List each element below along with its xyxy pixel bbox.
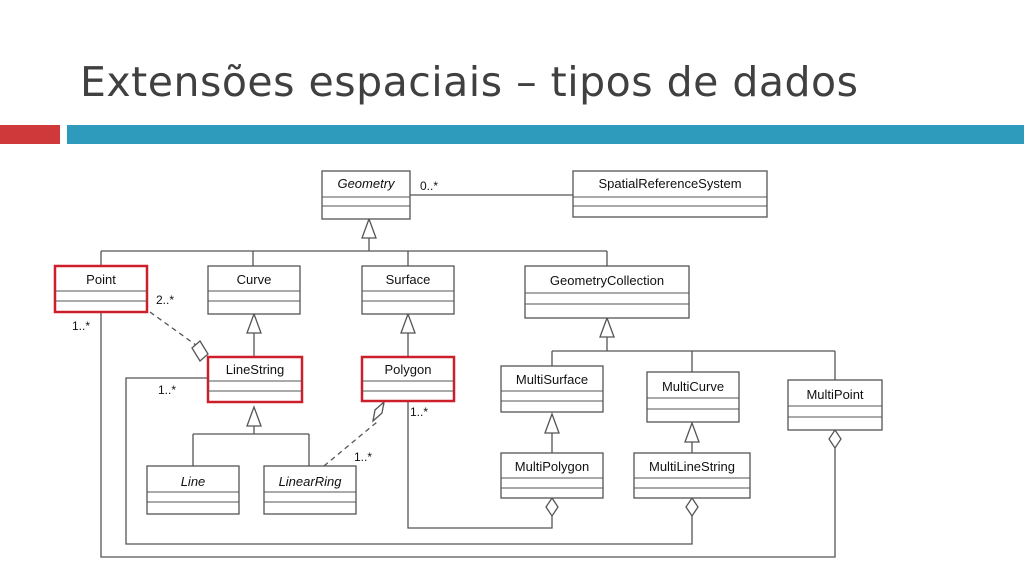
- triangle-multisurface: [544, 412, 560, 434]
- class-multipolygon-label: MultiPolygon: [515, 459, 589, 474]
- slide-title: Extensões espaciais – tipos de dados: [80, 58, 859, 106]
- class-linearring-label: LinearRing: [279, 474, 343, 489]
- class-geometry-label: Geometry: [337, 176, 396, 191]
- diamond-polygon-agg: [372, 400, 385, 423]
- class-line-label: Line: [181, 474, 206, 489]
- connectors: [100, 194, 836, 558]
- diamond-multipoint: [828, 428, 842, 450]
- diamond-multilinestring: [685, 496, 699, 518]
- class-polygon-label: Polygon: [385, 362, 432, 377]
- class-linestring-label: LineString: [226, 362, 285, 377]
- triangle-multicurve: [684, 421, 700, 443]
- class-linestring[interactable]: LineString: [206, 355, 304, 404]
- agg-polygon-multipolygon: [407, 401, 553, 529]
- class-geometry-collection-label: GeometryCollection: [550, 273, 664, 288]
- mult-geometry-srs: 0..*: [420, 179, 438, 193]
- class-point[interactable]: Point: [53, 264, 149, 314]
- class-multipoint[interactable]: MultiPoint: [787, 379, 883, 431]
- class-geometry-collection[interactable]: GeometryCollection: [524, 265, 690, 319]
- agg-linearring-polygon: [323, 421, 378, 467]
- triangle-curve: [246, 312, 262, 334]
- class-curve[interactable]: Curve: [207, 265, 301, 315]
- mult-linestring-multilinestring: 1..*: [158, 383, 176, 397]
- generalization-arrows: [246, 217, 700, 443]
- class-surface-label: Surface: [386, 272, 431, 287]
- class-multisurface-label: MultiSurface: [516, 372, 588, 387]
- triangle-geometry: [361, 217, 377, 239]
- triangle-linestring: [246, 405, 262, 427]
- multiplicity-labels: 0..* 2..* 1..* 1..* 1..* 1..*: [72, 179, 438, 464]
- class-line[interactable]: Line: [146, 465, 240, 515]
- class-linearring[interactable]: LinearRing: [263, 465, 357, 515]
- class-multilinestring-label: MultiLineString: [649, 459, 735, 474]
- class-multilinestring[interactable]: MultiLineString: [633, 452, 751, 499]
- class-multisurface[interactable]: MultiSurface: [500, 365, 604, 413]
- class-curve-label: Curve: [237, 272, 272, 287]
- agg-point-linestring: [149, 311, 201, 349]
- diamond-multipolygon: [545, 496, 559, 518]
- agg-point-multipoint: [100, 312, 836, 558]
- title-accent-bar-red: [0, 125, 60, 144]
- class-point-label: Point: [86, 272, 116, 287]
- class-multicurve[interactable]: MultiCurve: [646, 371, 740, 423]
- aggregation-diamonds: [191, 340, 842, 518]
- class-surface[interactable]: Surface: [361, 265, 455, 315]
- mult-polygon-multipolygon: 1..*: [410, 405, 428, 419]
- class-spatial-reference-system[interactable]: SpatialReferenceSystem: [572, 170, 768, 218]
- class-srs-label: SpatialReferenceSystem: [598, 176, 741, 191]
- class-multicurve-label: MultiCurve: [662, 379, 724, 394]
- mult-point-multipoint: 1..*: [72, 319, 90, 333]
- title-accent-bar-blue: [67, 125, 1024, 144]
- diamond-linestring: [191, 340, 209, 362]
- class-multipolygon[interactable]: MultiPolygon: [500, 452, 604, 499]
- triangle-geometry-collection: [599, 316, 615, 338]
- class-geometry[interactable]: Geometry: [321, 170, 411, 220]
- mult-linearring-polygon: 1..*: [354, 450, 372, 464]
- class-polygon[interactable]: Polygon: [360, 355, 456, 403]
- triangle-surface: [400, 312, 416, 334]
- agg-linestring-multilinestring: [125, 377, 693, 545]
- mult-point-linestring: 2..*: [156, 293, 174, 307]
- class-multipoint-label: MultiPoint: [806, 387, 863, 402]
